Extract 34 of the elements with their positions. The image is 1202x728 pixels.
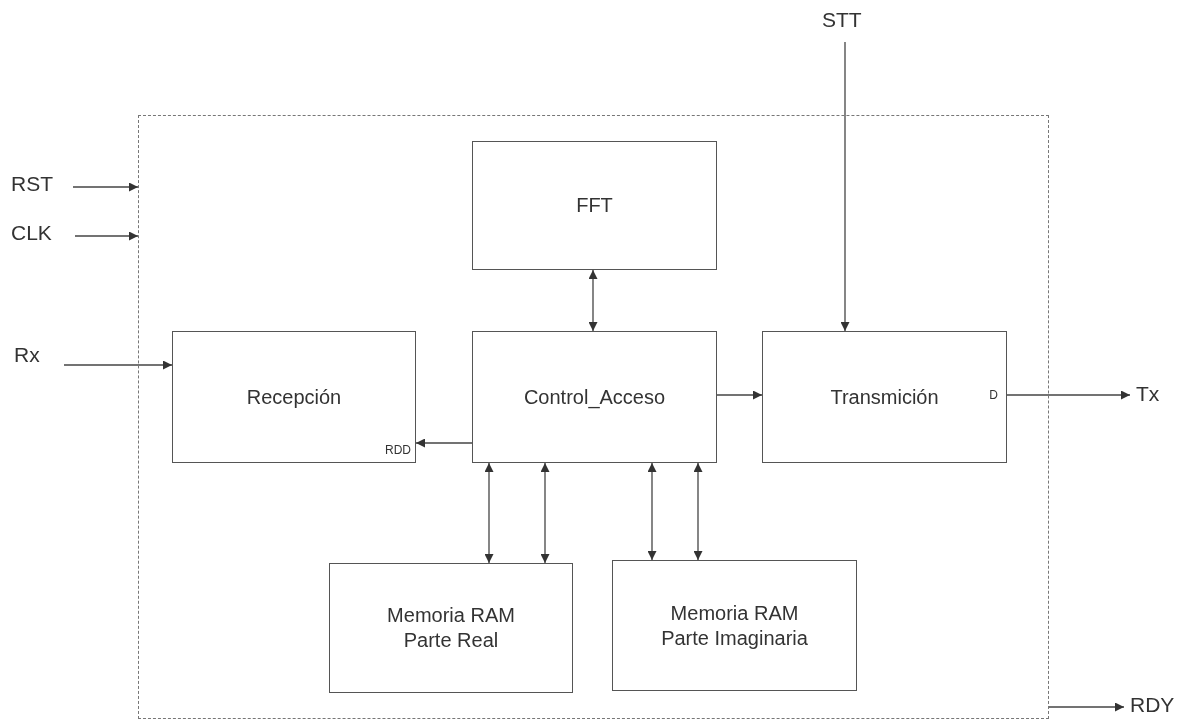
signal-label: RST (11, 172, 59, 200)
signal-label: Tx (1136, 382, 1166, 410)
block-title: Control_Acceso (523, 384, 666, 410)
block-box (612, 560, 857, 691)
signal-label: RDY (1130, 693, 1190, 721)
arrow (484, 462, 494, 564)
port-label: D (989, 388, 998, 402)
arrow (74, 231, 139, 241)
block-box (472, 331, 717, 463)
block-title: Memoria RAM Parte Real (386, 603, 516, 653)
module-boundary (138, 115, 1049, 719)
arrow (1048, 702, 1125, 712)
block-box (172, 331, 416, 463)
block-title: Recepción (246, 384, 342, 410)
arrow (647, 462, 657, 561)
block-title: Transmición (830, 384, 939, 410)
arrow (716, 390, 763, 400)
signal-label: STT (822, 8, 870, 36)
arrow (840, 41, 850, 332)
block-title: Memoria RAM Parte Imaginaria (660, 600, 809, 651)
arrow (540, 462, 550, 564)
arrow (1006, 390, 1131, 400)
port-label: RDD (385, 443, 411, 457)
block-box (762, 331, 1007, 463)
arrow (693, 462, 703, 561)
block-box (472, 141, 717, 270)
arrow (72, 182, 139, 192)
arrow (588, 269, 598, 332)
signal-label: CLK (11, 221, 61, 249)
arrow (63, 360, 173, 370)
block-box (329, 563, 573, 693)
block-title: FFT (576, 193, 613, 218)
arrow (415, 438, 473, 448)
signal-label: Rx (14, 343, 50, 371)
